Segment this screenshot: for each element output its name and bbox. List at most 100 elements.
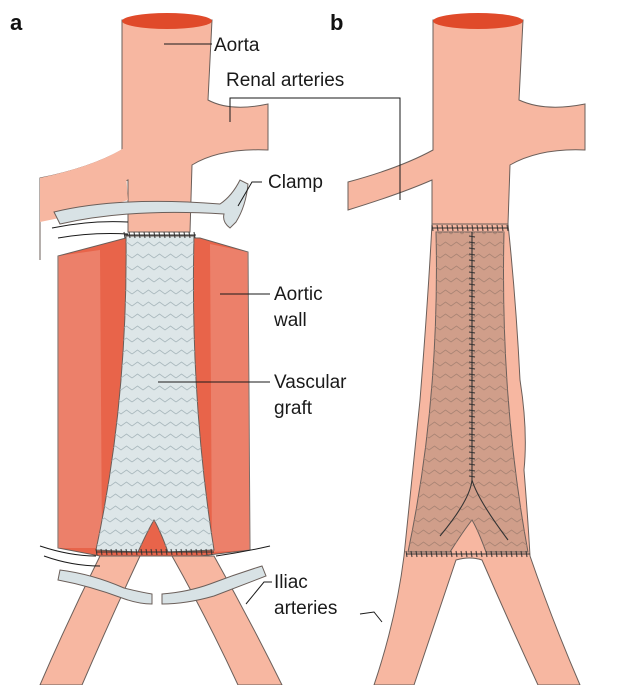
stitch bbox=[468, 391, 476, 394]
stitch bbox=[173, 231, 176, 239]
stitch bbox=[475, 550, 478, 558]
label-aortic-wall-line1: Aortic bbox=[274, 284, 323, 305]
stitch bbox=[451, 224, 454, 232]
stitch bbox=[160, 548, 163, 556]
stitch bbox=[465, 550, 468, 558]
stitch bbox=[515, 550, 518, 558]
stitch bbox=[468, 433, 476, 436]
stitch bbox=[461, 224, 464, 232]
stitch bbox=[468, 421, 476, 424]
leader-renal-arteries bbox=[229, 97, 401, 200]
label-aortic-wall-line2: wall bbox=[273, 310, 307, 331]
stitch bbox=[120, 548, 123, 556]
lower-clamp-left-a bbox=[57, 569, 153, 605]
stitch bbox=[468, 355, 476, 358]
aorta-top-opening-a bbox=[122, 13, 212, 29]
aortic-wall-band-left bbox=[58, 250, 102, 548]
stitch bbox=[190, 548, 193, 556]
stitch bbox=[188, 231, 191, 239]
suture-line-b bbox=[439, 232, 509, 541]
stitch bbox=[468, 415, 476, 418]
stitch bbox=[185, 548, 188, 556]
stitch bbox=[468, 475, 476, 478]
stitch bbox=[468, 385, 476, 388]
stitch bbox=[510, 550, 513, 558]
stitches-bottom-a bbox=[95, 548, 214, 556]
lower-crease-a bbox=[39, 545, 97, 557]
stitch bbox=[128, 231, 131, 239]
stitches-top-a bbox=[123, 231, 196, 239]
stitch bbox=[468, 361, 476, 364]
panel-label-b: b bbox=[330, 10, 343, 35]
stitch bbox=[500, 550, 503, 558]
label-aorta: Aorta bbox=[214, 35, 260, 56]
vascular-graft-a-texture bbox=[96, 236, 214, 552]
stitch bbox=[110, 548, 113, 556]
stitch bbox=[446, 224, 449, 232]
stitch bbox=[485, 550, 488, 558]
stitch bbox=[445, 550, 448, 558]
stitch bbox=[155, 548, 158, 556]
leader-iliac-right bbox=[359, 611, 383, 623]
stitch bbox=[180, 548, 183, 556]
stitch bbox=[435, 550, 438, 558]
stitch bbox=[175, 548, 178, 556]
stitches-top-b bbox=[431, 224, 509, 232]
stitch bbox=[501, 224, 504, 232]
stitch bbox=[436, 224, 439, 232]
panel-b bbox=[347, 13, 586, 685]
stitch bbox=[105, 548, 108, 556]
stitch bbox=[468, 469, 476, 472]
stitch bbox=[100, 548, 103, 556]
stitch bbox=[520, 550, 523, 558]
clamp-a bbox=[53, 179, 249, 229]
lower-crease-a2 bbox=[43, 555, 101, 567]
stitch bbox=[170, 548, 173, 556]
stitch bbox=[468, 271, 476, 274]
aortic-wall-band-right bbox=[210, 244, 250, 552]
stitches-center-b bbox=[468, 235, 476, 478]
stitch bbox=[420, 550, 423, 558]
stitch bbox=[193, 231, 196, 239]
stitch bbox=[468, 427, 476, 430]
stitch bbox=[468, 265, 476, 268]
stitch bbox=[468, 307, 476, 310]
stitch bbox=[505, 550, 508, 558]
stitch bbox=[468, 457, 476, 460]
stitch bbox=[210, 548, 213, 556]
stitch bbox=[425, 550, 428, 558]
stitch bbox=[460, 550, 463, 558]
stitch bbox=[168, 231, 171, 239]
vascular-graft-b-texture bbox=[408, 232, 528, 552]
panel-label-a: a bbox=[10, 10, 23, 35]
label-vascular-graft-line1: Vascular bbox=[274, 372, 347, 393]
leader-iliac-left bbox=[245, 581, 272, 605]
stitch bbox=[468, 463, 476, 466]
stitch bbox=[123, 231, 126, 239]
stitch bbox=[468, 409, 476, 412]
stitch bbox=[468, 289, 476, 292]
stitch bbox=[468, 373, 476, 376]
stitch bbox=[506, 224, 509, 232]
stitch bbox=[150, 548, 153, 556]
stitch bbox=[468, 283, 476, 286]
stitch bbox=[525, 550, 528, 558]
stitch bbox=[205, 548, 208, 556]
stitch bbox=[468, 295, 476, 298]
stitch bbox=[115, 548, 118, 556]
stitch bbox=[405, 550, 408, 558]
label-renal-arteries: Renal arteries bbox=[226, 70, 344, 91]
stitch bbox=[163, 231, 166, 239]
aorta-upper-b bbox=[347, 19, 586, 225]
stitch bbox=[138, 231, 141, 239]
stitch bbox=[468, 259, 476, 262]
stitch bbox=[456, 224, 459, 232]
stitch bbox=[468, 337, 476, 340]
stitch bbox=[441, 224, 444, 232]
stitch bbox=[145, 548, 148, 556]
stitch bbox=[468, 367, 476, 370]
stitch bbox=[468, 247, 476, 250]
stitch bbox=[165, 548, 168, 556]
stitch bbox=[491, 224, 494, 232]
